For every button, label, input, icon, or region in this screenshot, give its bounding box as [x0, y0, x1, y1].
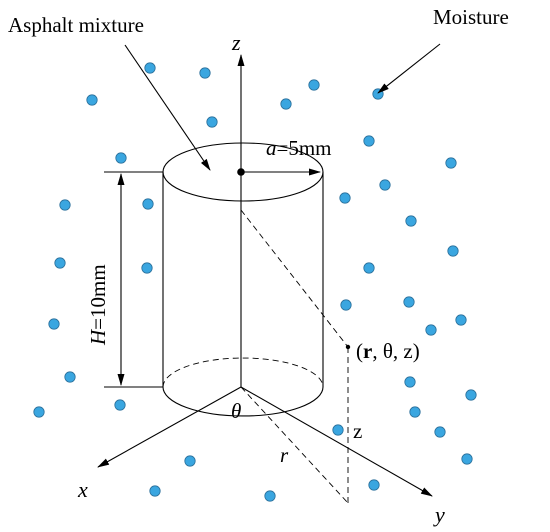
- moisture-dot: [445, 157, 457, 169]
- r-label: r: [280, 443, 289, 467]
- moisture-dot: [461, 453, 473, 465]
- point-r: r: [363, 339, 372, 363]
- moisture-dot: [199, 67, 211, 79]
- moisture-dot: [308, 79, 320, 91]
- moisture-dot: [141, 262, 153, 274]
- moisture-dot: [332, 424, 344, 436]
- asphalt-mixture-label: Asphalt mixture: [8, 13, 144, 37]
- z-axis-label: z: [231, 30, 241, 55]
- point-coordinate-label: (r, θ, z): [356, 339, 420, 363]
- moisture-dot: [64, 371, 76, 383]
- moisture-dot: [339, 192, 351, 204]
- r-dashed-line: [240, 386, 349, 504]
- radius-variable: a: [266, 136, 277, 160]
- moisture-dot: [149, 485, 161, 497]
- moisture-dot: [144, 62, 156, 74]
- moisture-dot: [455, 314, 467, 326]
- moisture-dot: [264, 490, 276, 502]
- cylinder-bottom-back-arc: [162, 357, 324, 388]
- moisture-dot: [184, 455, 196, 467]
- moisture-dot: [59, 199, 71, 211]
- point-marker: [345, 344, 351, 350]
- height-dimension: [104, 171, 163, 388]
- moisture-dot: [379, 179, 391, 191]
- moisture-dot: [405, 215, 417, 227]
- moisture-dot: [447, 245, 459, 257]
- moisture-label: Moisture: [433, 5, 509, 29]
- moisture-dot: [54, 257, 66, 269]
- cylinder-bottom-front-arc: [162, 386, 324, 417]
- moisture-dot: [142, 198, 154, 210]
- z-measure-label: z: [353, 419, 362, 443]
- leader-arrows: [124, 43, 441, 171]
- radius-value: =5mm: [277, 136, 332, 160]
- height-label: H=10mm: [86, 264, 110, 346]
- moisture-dot: [368, 479, 380, 491]
- projection-dashed-line: [240, 209, 349, 348]
- theta-label: θ: [231, 399, 241, 423]
- coordinate-axes: [97, 54, 433, 497]
- moisture-dot: [206, 116, 218, 128]
- moisture-dot: [114, 399, 126, 411]
- moisture-dot: [465, 389, 477, 401]
- y-axis: [240, 386, 433, 497]
- moisture-dot: [404, 376, 416, 388]
- height-variable: H: [86, 328, 110, 346]
- asphalt-cylinder: [162, 142, 324, 417]
- moisture-dot: [86, 94, 98, 106]
- moisture-dot: [425, 324, 437, 336]
- y-axis-label: y: [433, 502, 445, 527]
- x-axis: [97, 386, 242, 468]
- moisture-dot: [280, 98, 292, 110]
- moisture-dot: [409, 406, 421, 418]
- height-value: =10mm: [86, 264, 110, 330]
- asphalt-leader-arrow: [124, 44, 211, 171]
- radius-label: a=5mm: [266, 136, 332, 160]
- moisture-dots: [33, 62, 477, 502]
- point-open-paren: (: [356, 339, 363, 363]
- moisture-dot: [363, 135, 375, 147]
- moisture-dot: [363, 262, 375, 274]
- moisture-dot: [115, 152, 127, 164]
- moisture-dot: [48, 318, 60, 330]
- point-rest: , θ, z): [372, 339, 419, 363]
- moisture-dot: [434, 426, 446, 438]
- moisture-leader-arrow: [377, 43, 441, 94]
- x-axis-label: x: [77, 477, 88, 502]
- moisture-dot: [403, 296, 415, 308]
- moisture-dot: [340, 299, 352, 311]
- moisture-dot: [33, 406, 45, 418]
- point-construction: [240, 209, 351, 504]
